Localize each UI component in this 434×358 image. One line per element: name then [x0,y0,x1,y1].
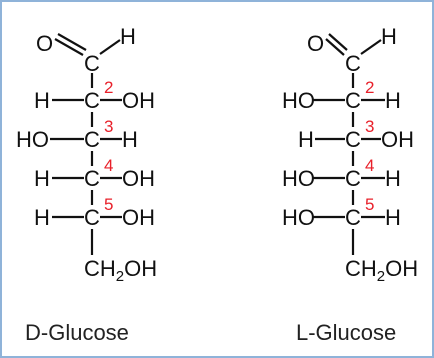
l-aldehyde-carbon: C [345,51,361,76]
l-c5-atom: C [345,205,361,230]
l-c3-number: 3 [365,117,374,136]
d-c5-left-group: H [34,205,50,230]
l-carbonyl-bond-b [328,33,348,51]
d-c3-number: 3 [104,117,113,136]
l-c4-left-group: HO [282,166,315,191]
d-c4-atom: C [84,166,100,191]
d-c4-number: 4 [104,156,113,175]
d-aldehyde-hydrogen: H [120,24,136,49]
l-glucose-structure: O C H HO C H 2 H C OH 3 HO C H 4 HO [282,24,418,285]
d-c4-right-group: OH [122,166,155,191]
l-c5-left-group: HO [282,205,315,230]
d-c5-number: 5 [104,195,113,214]
l-c5-number: 5 [365,195,374,214]
l-c3-left-group: H [298,127,314,152]
d-c3-atom: C [84,127,100,152]
l-glucose-caption: L-Glucose [296,320,396,345]
l-c4-number: 4 [365,156,374,175]
l-c3-atom: C [345,127,361,152]
l-aldehyde-hydrogen: H [381,24,397,49]
d-c3-right-group: H [122,127,138,152]
l-c2-left-group: HO [282,88,315,113]
l-carbonyl-bond-a [325,38,345,56]
l-aldehyde-h-bond [360,39,382,55]
d-carbonyl-bond-b [57,33,87,51]
d-aldehyde-oxygen: O [36,31,53,56]
d-aldehyde-carbon: C [84,51,100,76]
l-c2-number: 2 [365,78,374,97]
l-c2-atom: C [345,88,361,113]
l-c3-right-group: OH [381,127,414,152]
l-c2-right-group: H [385,88,401,113]
d-c5-atom: C [84,205,100,230]
d-c5-right-group: OH [122,205,155,230]
d-c2-right-group: OH [122,88,155,113]
d-c4-left-group: H [34,166,50,191]
d-aldehyde-h-bond [99,39,121,55]
d-glucose-caption: D-Glucose [25,320,129,345]
d-c3-left-group: HO [16,127,49,152]
d-c2-left-group: H [34,88,50,113]
l-c4-right-group: H [385,166,401,191]
d-carbonyl-bond-a [54,38,84,56]
l-c5-right-group: H [385,205,401,230]
d-glucose-structure: O C H H C OH 2 HO C H 3 H C OH 4 H [16,24,157,285]
d-c2-atom: C [84,88,100,113]
d-c2-number: 2 [104,78,113,97]
l-aldehyde-oxygen: O [307,31,324,56]
l-terminal-group: CH2OH [345,256,418,285]
l-c4-atom: C [345,166,361,191]
d-terminal-group: CH2OH [84,256,157,285]
